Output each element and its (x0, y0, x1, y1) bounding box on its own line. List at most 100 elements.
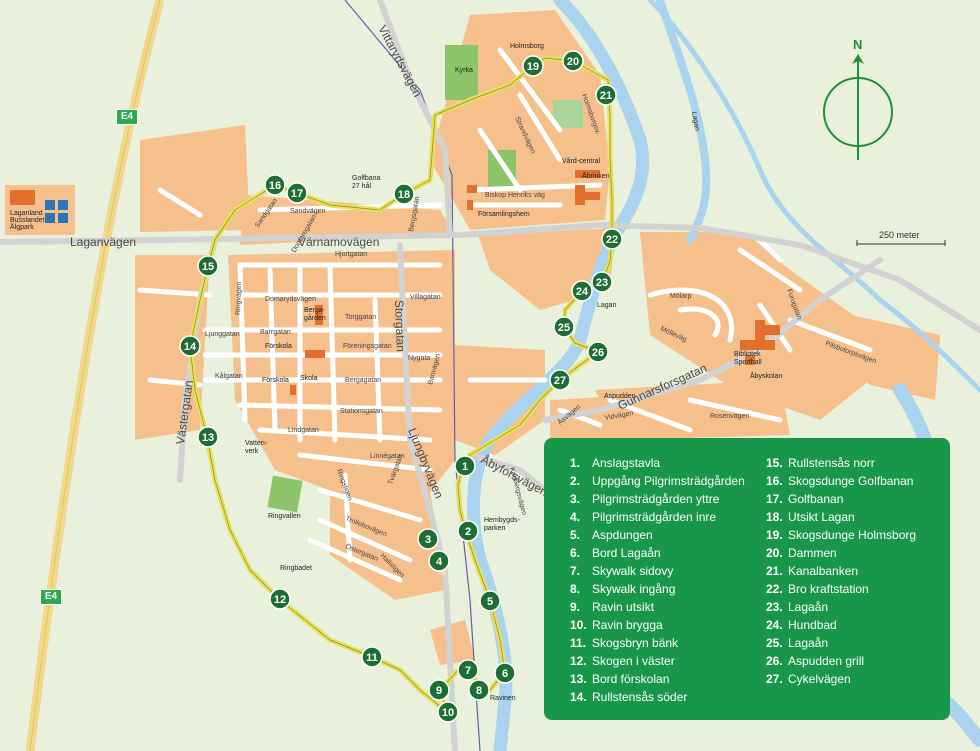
parking-icon (58, 200, 68, 210)
trail-marker[interactable]: 26 (587, 341, 609, 363)
trail-marker[interactable]: 15 (197, 255, 219, 277)
trail-marker[interactable]: 16 (264, 174, 286, 196)
legend-item-number: 12. (570, 654, 587, 668)
trail-marker-circle[interactable] (595, 84, 617, 106)
trail-marker[interactable]: 6 (494, 662, 516, 684)
legend-item-label: Uppgång Pilgrimsträdgården (592, 474, 745, 488)
trail-marker-circle[interactable] (562, 50, 584, 72)
trail-marker-circle[interactable] (269, 588, 291, 610)
trail-marker[interactable]: 10 (437, 701, 459, 723)
legend-item-number: 19. (766, 528, 783, 542)
scale-label: 250 meter (879, 230, 920, 240)
place-label: verk (245, 448, 259, 455)
street-label: Mölarp (670, 293, 692, 300)
place-label: Busslandet (10, 217, 45, 224)
trail-marker-circle[interactable] (571, 280, 593, 302)
trail-marker-number: 24 (576, 286, 589, 298)
trail-marker[interactable]: 8 (468, 679, 490, 701)
trail-marker-circle[interactable] (457, 659, 479, 681)
trail-marker-circle[interactable] (522, 55, 544, 77)
legend-item-label: Pilgrimsträdgården yttre (592, 492, 720, 506)
legend-item: 20.Dammen (766, 544, 916, 562)
trail-marker-circle[interactable] (286, 182, 308, 204)
legend-item-number: 6. (570, 546, 581, 560)
trail-marker[interactable]: 20 (562, 50, 584, 72)
street-label: Ljunggatan (205, 331, 240, 338)
trail-marker-circle[interactable] (587, 341, 609, 363)
trail-marker-circle[interactable] (428, 550, 450, 572)
trail-marker[interactable]: 19 (522, 55, 544, 77)
legend-item-number: 2. (570, 474, 581, 488)
trail-marker-circle[interactable] (197, 426, 219, 448)
trail-marker[interactable]: 3 (417, 528, 439, 550)
legend-item-number: 24. (766, 618, 783, 632)
trail-marker[interactable]: 27 (549, 369, 571, 391)
trail-marker[interactable]: 18 (393, 183, 415, 205)
restaurant-icon (45, 213, 55, 223)
trail-marker-circle[interactable] (179, 335, 201, 357)
legend-item: 11.Skogsbryn bänk (570, 634, 745, 652)
legend-item-label: Bord förskolan (592, 672, 670, 686)
road-label-laganvagen: Laganvägen (70, 235, 136, 249)
legend-item: 18.Utsikt Lagan (766, 508, 916, 526)
place-label: Ringbadet (280, 565, 312, 572)
trail-marker[interactable]: 17 (286, 182, 308, 204)
trail-marker[interactable]: 2 (457, 520, 479, 542)
info-icon (45, 200, 55, 210)
street-label: Hjortgatan (335, 251, 367, 258)
compass-rose: N (823, 37, 893, 160)
info-icons (45, 200, 68, 223)
trail-marker-circle[interactable] (454, 455, 476, 477)
legend-item: 10.Ravin brygga (570, 616, 745, 634)
legend-item: 26.Aspudden grill (766, 652, 916, 670)
legend-item-number: 15. (766, 456, 783, 470)
trail-marker-circle[interactable] (393, 183, 415, 205)
place-label: Laganland (10, 210, 43, 217)
trail-marker[interactable]: 24 (571, 280, 593, 302)
trail-marker-number: 17 (291, 188, 303, 200)
trail-marker-circle[interactable] (601, 228, 623, 250)
park-areas (267, 45, 583, 513)
trail-marker[interactable]: 5 (479, 590, 501, 612)
trail-marker[interactable]: 1 (454, 455, 476, 477)
trail-marker-circle[interactable] (457, 520, 479, 542)
trail-marker[interactable]: 11 (361, 646, 383, 668)
legend-item: 24.Hundbad (766, 616, 916, 634)
trail-marker-number: 3 (425, 534, 431, 546)
trail-marker[interactable]: 7 (457, 659, 479, 681)
legend-item-label: Anslagstavla (592, 456, 661, 470)
trail-marker[interactable]: 22 (601, 228, 623, 250)
highway-badge-e4: E4 (116, 109, 138, 125)
trail-marker-circle[interactable] (479, 590, 501, 612)
legend-item-number: 5. (570, 528, 581, 542)
legend-item-number: 1. (570, 456, 581, 470)
trail-marker-circle[interactable] (264, 174, 286, 196)
trail-marker-circle[interactable] (361, 646, 383, 668)
trail-marker[interactable]: 21 (595, 84, 617, 106)
trail-marker[interactable]: 4 (428, 550, 450, 572)
legend-item-label: Rullstensås norr (788, 456, 875, 470)
trail-marker[interactable]: 14 (179, 335, 201, 357)
trail-marker[interactable]: 12 (269, 588, 291, 610)
legend-item-label: Aspudden grill (788, 654, 865, 668)
trail-marker[interactable]: 25 (553, 316, 575, 338)
trail-marker-number: 16 (269, 180, 281, 192)
place-label: Lagan (597, 302, 617, 309)
trail-marker[interactable]: 13 (197, 426, 219, 448)
trail-marker-number: 18 (398, 189, 410, 201)
legend-item-label: Skywalk ingång (592, 582, 676, 596)
trail-marker-circle[interactable] (197, 255, 219, 277)
trail-marker[interactable]: 23 (591, 271, 613, 293)
trail-marker-circle[interactable] (417, 528, 439, 550)
trail-marker-circle[interactable] (468, 679, 490, 701)
legend-item: 5.Aspdungen (570, 526, 745, 544)
trail-marker-circle[interactable] (549, 369, 571, 391)
place-label: Golfbana (352, 175, 381, 182)
trail-marker-circle[interactable] (553, 316, 575, 338)
trail-marker-circle[interactable] (591, 271, 613, 293)
trail-marker-circle[interactable] (494, 662, 516, 684)
trail-marker[interactable]: 9 (428, 679, 450, 701)
trail-marker-circle[interactable] (437, 701, 459, 723)
trail-marker-circle[interactable] (428, 679, 450, 701)
